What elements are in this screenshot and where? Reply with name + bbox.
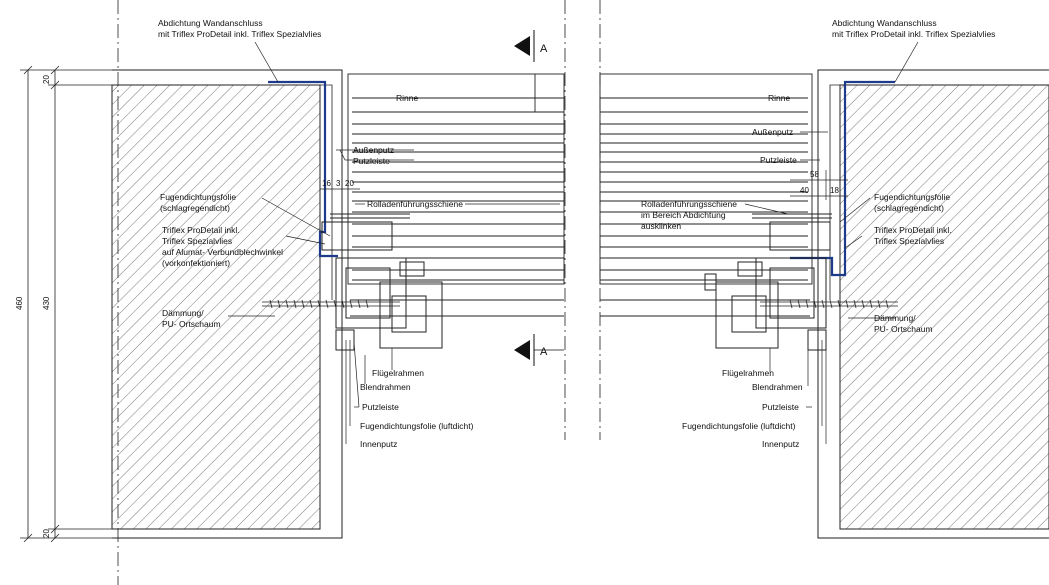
window-profile-right (704, 213, 832, 351)
label-daemmung-2-right: PU- Ortschaum (874, 324, 933, 334)
label-rollladen-2-right: im Bereich Abdichtung (641, 210, 726, 220)
label-rinne-left: Rinne (396, 93, 418, 103)
plaster-outline-right (817, 69, 1049, 539)
label-daemmung-1-left: Dämmung/ (162, 308, 204, 318)
section-arrow-icon (514, 36, 530, 56)
label-putzleiste-bottom-right: Putzleiste (762, 402, 799, 412)
dim-small-18: 18 (830, 186, 839, 195)
label-daemmung-1-right: Dämmung/ (874, 313, 916, 323)
plaster-outline-left (112, 69, 343, 539)
dim-small-58: 58 (810, 170, 819, 179)
label-fluegelrahmen-right: Flügelrahmen (722, 368, 774, 378)
label-abdichtung-1-left: Abdichtung Wandanschluss (158, 18, 263, 28)
label-abdichtung-1-right: Abdichtung Wandanschluss (832, 18, 937, 28)
dim-small-16: 16 (322, 179, 331, 188)
dimension-chain-left (20, 65, 112, 543)
dimension-total: 460 (15, 296, 24, 310)
label-fugen-1-right: Fugendichtungsfolie (874, 192, 950, 202)
anchor-screw-right (760, 299, 898, 309)
label-fluegelrahmen-left: Flügelrahmen (372, 368, 424, 378)
label-rinne-right: Rinne (768, 93, 790, 103)
window-profile-left (321, 213, 443, 351)
leaders-left (228, 41, 560, 444)
dim-small-3: 3 (336, 179, 341, 188)
label-blendrahmen-left: Blendrahmen (360, 382, 411, 392)
label-rollladen-3-right: ausklinken (641, 221, 681, 231)
label-innenputz-left: Innenputz (360, 439, 397, 449)
label-fugen-1-left: Fugendichtungsfolie (160, 192, 236, 202)
label-triflex-3-left: auf Alumat- Verbundblechwinkel (162, 247, 283, 257)
dim-small-20: 20 (345, 179, 354, 188)
label-innenputz-right: Innenputz (762, 439, 799, 449)
label-triflex-2-right: Triflex Spezialvlies (874, 236, 944, 246)
label-daemmung-2-left: PU- Ortschaum (162, 319, 221, 329)
section-label-top: A (540, 43, 548, 55)
anchor-screw-left (262, 299, 400, 309)
masonry-wall-left (111, 84, 321, 530)
label-blendrahmen-right: Blendrahmen (752, 382, 803, 392)
masonry-wall-right (839, 84, 1049, 530)
label-abdichtung-2-left: mit Triflex ProDetail inkl. Triflex Spez… (158, 29, 321, 39)
label-rollladen-1-right: Rolladenführungsschiene (641, 199, 737, 209)
label-triflex-1-right: Triflex ProDetail inkl. (874, 225, 952, 235)
label-fugen-luft-right: Fugendichtungsfolie (luftdicht) (682, 421, 796, 431)
label-aussenputz-left: Außenputz (353, 145, 394, 155)
label-triflex-2-left: Triflex Spezialvlies (162, 236, 232, 246)
label-fugen-2-right: (schlagregendicht) (874, 203, 944, 213)
dim-small-40: 40 (800, 186, 809, 195)
section-marker-bottom-left: A (514, 334, 564, 366)
label-rollladen-left: Rolladenführungsschiene (367, 199, 463, 209)
label-putzleiste-top-left: Putzleiste (353, 156, 390, 166)
shutter-box-right (599, 73, 813, 317)
shutter-box-left (347, 73, 565, 317)
section-label-bottom: A (540, 346, 548, 358)
section-marker-top-left: A (514, 30, 548, 62)
label-putzleiste-bottom-left: Putzleiste (362, 402, 399, 412)
dimension-top: 20 (42, 75, 51, 84)
label-fugen-2-left: (schlagregendicht) (160, 203, 230, 213)
dimension-inner: 430 (42, 296, 51, 310)
leaders-right (744, 41, 919, 444)
label-abdichtung-2-right: mit Triflex ProDetail inkl. Triflex Spez… (832, 29, 995, 39)
label-putzleiste-top-right: Putzleiste (760, 155, 797, 165)
section-arrow-icon (514, 340, 530, 360)
label-triflex-4-left: (vorkonfektioniert) (162, 258, 230, 268)
label-aussenputz-right: Außenputz (752, 127, 793, 137)
label-fugen-luft-left: Fugendichtungsfolie (luftdicht) (360, 421, 474, 431)
dimension-bottom: 20 (42, 529, 51, 538)
label-triflex-1-left: Triflex ProDetail inkl. (162, 225, 240, 235)
